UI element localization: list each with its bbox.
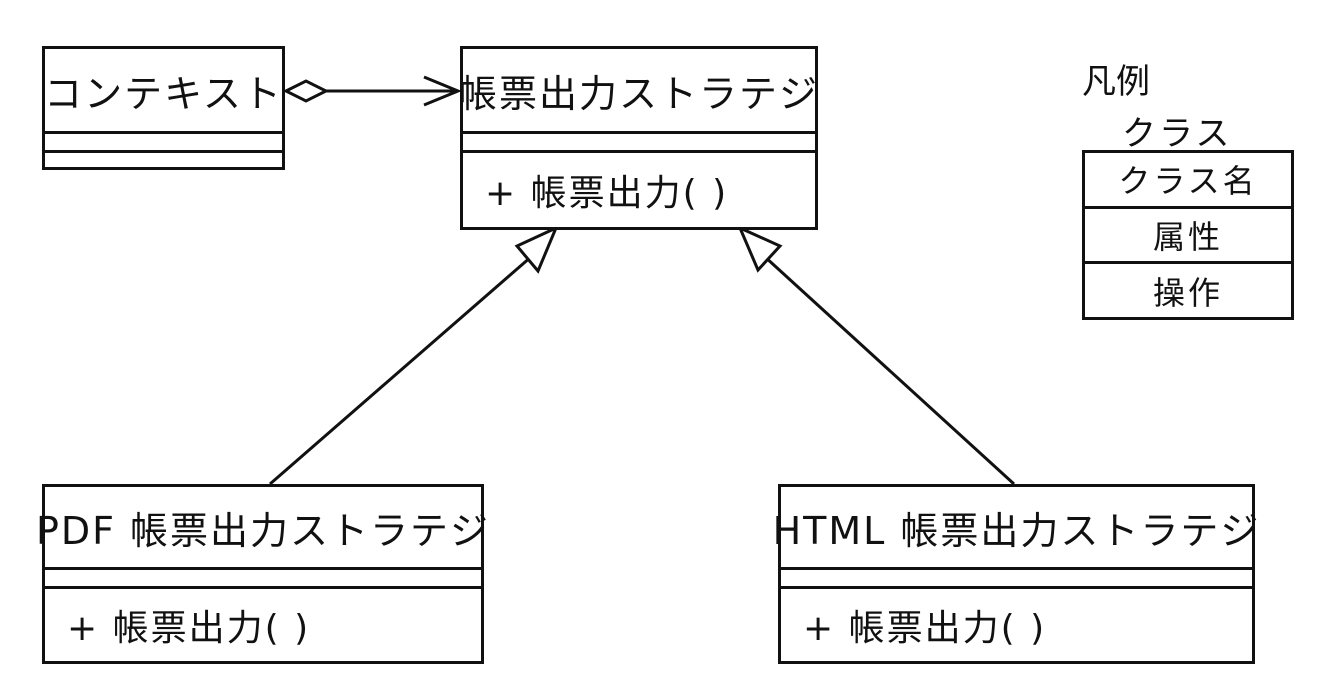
context-class[interactable]: コンテキスト: [42, 46, 285, 170]
legend-subtitle: クラス: [1122, 114, 1233, 154]
strategy-class-attributes: [463, 131, 815, 150]
pdf-strategy-class-operation: + 帳票出力( ): [45, 586, 481, 661]
html-generalization-connector: [737, 225, 1016, 486]
html-strategy-class[interactable]: HTML 帳票出力ストラテジ + 帳票出力( ): [772, 484, 1261, 664]
strategy-class[interactable]: 帳票出力ストラテジ + 帳票出力( ): [459, 46, 820, 230]
pdf-generalization-triangle: [514, 225, 559, 274]
aggregation-connector: [282, 75, 462, 107]
context-class-operations: [45, 150, 282, 167]
html-generalization-triangle: [737, 225, 783, 273]
aggregation-diamond: [282, 79, 330, 103]
pdf-strategy-class-name: PDF 帳票出力ストラテジ: [35, 508, 491, 553]
legend-class-box: クラス名 属性 操作: [1082, 150, 1294, 320]
navigability-arrowhead: [423, 75, 462, 107]
html-generalization-line: [762, 254, 1016, 486]
legend-row-operations: 操作: [1085, 261, 1291, 317]
html-strategy-class-name: HTML 帳票出力ストラテジ: [772, 508, 1261, 553]
legend-row-class-name: クラス名: [1118, 162, 1258, 201]
html-strategy-class-attributes: [781, 567, 1252, 586]
html-strategy-class-operation: + 帳票出力( ): [781, 586, 1252, 661]
strategy-class-name: 帳票出力ストラテジ: [459, 71, 820, 116]
pdf-strategy-class-attributes: [45, 567, 481, 586]
legend-row-attributes: 属性: [1085, 205, 1291, 262]
pdf-strategy-class[interactable]: PDF 帳票出力ストラテジ + 帳票出力( ): [35, 484, 491, 664]
context-class-attributes: [45, 131, 282, 150]
pdf-generalization-line: [269, 254, 533, 486]
legend-title: 凡例: [1082, 62, 1150, 102]
context-class-name: コンテキスト: [44, 71, 283, 116]
strategy-class-operation: + 帳票出力( ): [463, 150, 815, 227]
pdf-generalization-connector: [269, 225, 559, 486]
